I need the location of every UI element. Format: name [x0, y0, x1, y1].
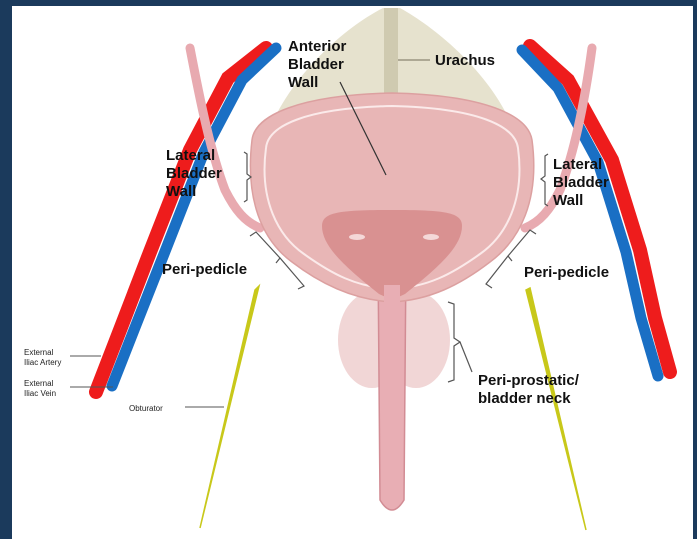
left-ureteral-orifice	[349, 234, 365, 240]
diagram-frame: Anterior Bladder Wall Urachus Lateral Bl…	[12, 6, 693, 539]
anterior-bladder-wall-label: Anterior Bladder Wall	[288, 38, 346, 92]
urachus-label: Urachus	[435, 52, 495, 70]
lateral-bladder-wall-left-label: Lateral Bladder Wall	[166, 147, 222, 201]
right-ureteral-orifice	[423, 234, 439, 240]
left-external-iliac-vein	[112, 48, 276, 386]
peri-prostatic-leader	[460, 342, 472, 372]
external-iliac-vein-label: External Iliac Vein	[24, 379, 56, 399]
right-obturator-nerve	[526, 288, 586, 530]
obturator-label: Obturator	[129, 404, 163, 414]
lateral-bladder-wall-right-label: Lateral Bladder Wall	[553, 156, 609, 210]
peri-pedicle-right-label: Peri-pedicle	[524, 264, 609, 282]
peri-prostatic-label: Peri-prostatic/ bladder neck	[478, 372, 579, 408]
right-lateral-brace	[541, 154, 548, 206]
external-iliac-artery-label: External Iliac Artery	[24, 348, 61, 368]
peri-pedicle-left-label: Peri-pedicle	[162, 261, 247, 279]
urethra-upper	[384, 285, 400, 305]
